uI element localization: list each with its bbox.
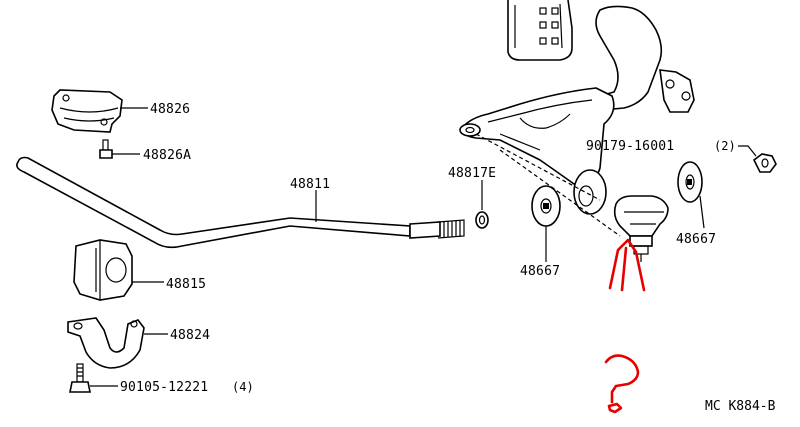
label-48811: 48811 bbox=[290, 177, 330, 192]
part-48811-drawing: 48811 bbox=[16, 156, 465, 249]
label-48826a: 48826A bbox=[143, 148, 191, 163]
label-48826: 48826 bbox=[150, 102, 190, 117]
label-48824: 48824 bbox=[170, 328, 210, 343]
label-48815: 48815 bbox=[166, 277, 206, 292]
label-48667-left: 48667 bbox=[520, 264, 560, 279]
part-48667-left-drawing: 48667 bbox=[520, 185, 561, 279]
label-90179-16001-qty: (2) bbox=[714, 139, 736, 153]
label-90105-12221: 90105-12221 bbox=[120, 380, 208, 395]
part-48817e-drawing: 48817E bbox=[448, 166, 496, 229]
part-48667-right-drawing: 48667 bbox=[676, 161, 716, 247]
part-48826-drawing: 48826 bbox=[51, 89, 190, 133]
red-annotation: ? bbox=[604, 238, 646, 414]
part-48815-drawing: 48815 bbox=[73, 239, 206, 301]
part-90179-16001-drawing: 90179-16001 (2) bbox=[586, 139, 777, 173]
knuckle-and-lower-arm bbox=[459, 5, 695, 262]
diagram-caption: MC K884-B bbox=[705, 399, 776, 414]
part-48826a-drawing: 48826A bbox=[99, 139, 191, 163]
label-48667-right: 48667 bbox=[676, 232, 716, 247]
label-90179-16001: 90179-16001 bbox=[586, 139, 674, 154]
label-48817e: 48817E bbox=[448, 166, 496, 181]
part-90105-12221-drawing: 90105-12221 (4) bbox=[69, 363, 254, 395]
strut-mount-drawing bbox=[507, 0, 573, 61]
part-48824-drawing: 48824 bbox=[67, 317, 210, 369]
label-90105-12221-qty: (4) bbox=[232, 380, 254, 394]
